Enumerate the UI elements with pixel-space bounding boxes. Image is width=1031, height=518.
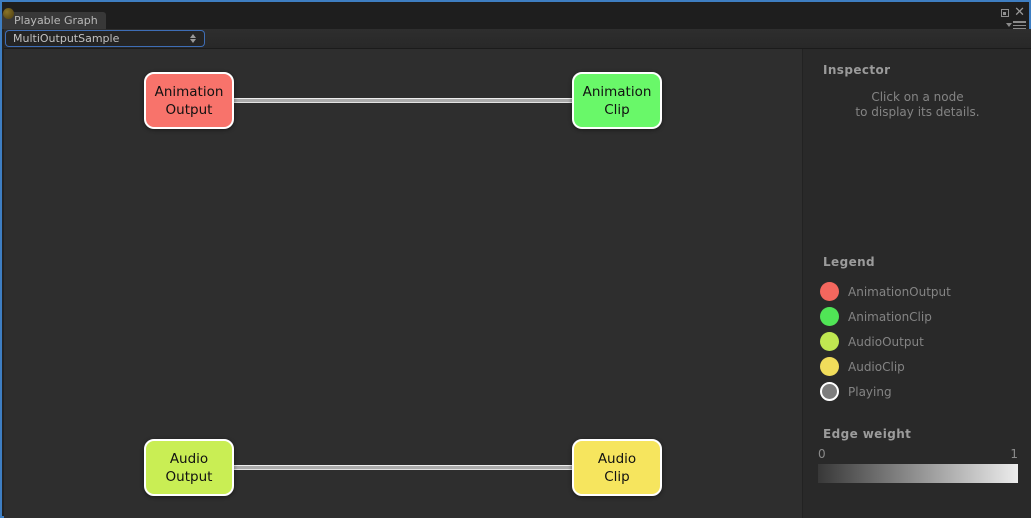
legend-label: AudioClip bbox=[848, 359, 905, 374]
legend-label: AnimationOutput bbox=[848, 284, 951, 299]
menu-triangle-icon bbox=[1006, 23, 1012, 28]
legend-title: Legend bbox=[823, 255, 876, 269]
menu-bars-icon bbox=[1013, 21, 1026, 30]
legend-swatch-animationoutput bbox=[820, 282, 839, 301]
pane-menu-icon[interactable] bbox=[1006, 21, 1026, 30]
node-label-line1: Animation bbox=[582, 83, 652, 100]
node-label-line2: Output bbox=[165, 468, 213, 485]
node-animation-clip[interactable]: Animation Clip bbox=[572, 72, 662, 129]
legend-item: AnimationOutput bbox=[820, 279, 951, 304]
inspector-title: Inspector bbox=[823, 63, 891, 77]
legend-item: Playing bbox=[820, 379, 951, 404]
legend-swatch-animationclip bbox=[820, 307, 839, 326]
edge-weight-title: Edge weight bbox=[823, 427, 912, 441]
tab-title: Playable Graph bbox=[14, 14, 98, 27]
legend-item: AudioClip bbox=[820, 354, 951, 379]
node-label-line1: Audio bbox=[169, 450, 209, 467]
node-audio-clip[interactable]: Audio Clip bbox=[572, 439, 662, 496]
edge-animation-output-to-clip bbox=[234, 98, 572, 103]
inspector-empty-line2: to display its details. bbox=[855, 105, 980, 119]
edge-weight-scale: 0 1 bbox=[818, 447, 1018, 461]
edge-weight-max: 1 bbox=[1010, 447, 1018, 461]
playable-graph-icon bbox=[3, 8, 14, 19]
inspector-empty-line1: Click on a node bbox=[871, 90, 964, 104]
window-controls: ✕ bbox=[1001, 5, 1025, 20]
node-audio-output[interactable]: Audio Output bbox=[144, 439, 234, 496]
inspector-empty-message: Click on a node to display its details. bbox=[803, 90, 1031, 120]
inspector-panel: Inspector Click on a node to display its… bbox=[802, 49, 1031, 518]
node-animation-output[interactable]: Animation Output bbox=[144, 72, 234, 129]
legend-label: Playing bbox=[848, 384, 892, 399]
title-bar: Playable Graph ✕ bbox=[2, 2, 1029, 30]
node-label-line2: Output bbox=[165, 101, 213, 118]
node-label-line1: Animation bbox=[154, 83, 224, 100]
legend-label: AudioOutput bbox=[848, 334, 924, 349]
legend-list: AnimationOutput AnimationClip AudioOutpu… bbox=[820, 279, 951, 404]
stepper-icon bbox=[190, 34, 196, 43]
legend-swatch-playing bbox=[820, 382, 839, 401]
node-label-line1: Audio bbox=[597, 450, 637, 467]
legend-swatch-audiooutput bbox=[820, 332, 839, 351]
node-label-line2: Clip bbox=[604, 468, 630, 485]
close-icon[interactable]: ✕ bbox=[1014, 5, 1025, 20]
graph-canvas[interactable]: Animation Output Animation Clip Audio Ou… bbox=[4, 49, 802, 518]
legend-item: AudioOutput bbox=[820, 329, 951, 354]
edge-weight-min: 0 bbox=[818, 447, 826, 461]
graph-selector-value: MultiOutputSample bbox=[13, 32, 120, 45]
legend-item: AnimationClip bbox=[820, 304, 951, 329]
edge-weight-gradient bbox=[818, 464, 1018, 483]
tab-playable-graph[interactable]: Playable Graph bbox=[2, 8, 106, 29]
maximize-icon[interactable] bbox=[1001, 9, 1010, 17]
node-label-line2: Clip bbox=[604, 101, 630, 118]
legend-label: AnimationClip bbox=[848, 309, 932, 324]
edge-audio-output-to-clip bbox=[234, 465, 572, 470]
toolbar: MultiOutputSample bbox=[4, 29, 1031, 49]
legend-swatch-audioclip bbox=[820, 357, 839, 376]
graph-selector-dropdown[interactable]: MultiOutputSample bbox=[6, 31, 204, 46]
